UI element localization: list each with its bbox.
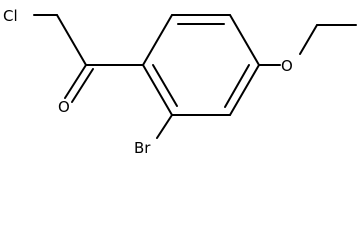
ring-bond-4-5 bbox=[229, 64, 260, 116]
atom-label-cl: Cl bbox=[3, 7, 18, 25]
atom-label-br: Br bbox=[134, 139, 151, 156]
structure-diagram: Cl O O Br bbox=[3, 7, 357, 156]
molecule-drawing: Cl O O Br bbox=[3, 7, 357, 156]
atom-labels: Cl O O Br bbox=[3, 7, 293, 156]
bond-ring-br bbox=[156, 114, 173, 139]
ring-bond-6-1-inner bbox=[152, 64, 178, 107]
ring-bond-1-2 bbox=[142, 14, 173, 66]
ring-bond-6-1 bbox=[142, 64, 173, 116]
bonds bbox=[33, 14, 357, 139]
ring-bond-4-5-inner bbox=[224, 64, 250, 108]
bond-carbonyl-o-1 bbox=[64, 64, 87, 99]
atom-label-o-ether: O bbox=[281, 57, 293, 75]
bond-ch2-carbonyl bbox=[56, 14, 87, 66]
bond-carbonyl-o-2 bbox=[71, 68, 94, 103]
ring-bond-3-4 bbox=[229, 14, 260, 66]
atom-label-o-carbonyl: O bbox=[58, 98, 70, 116]
bond-o-ch2 bbox=[299, 24, 318, 55]
